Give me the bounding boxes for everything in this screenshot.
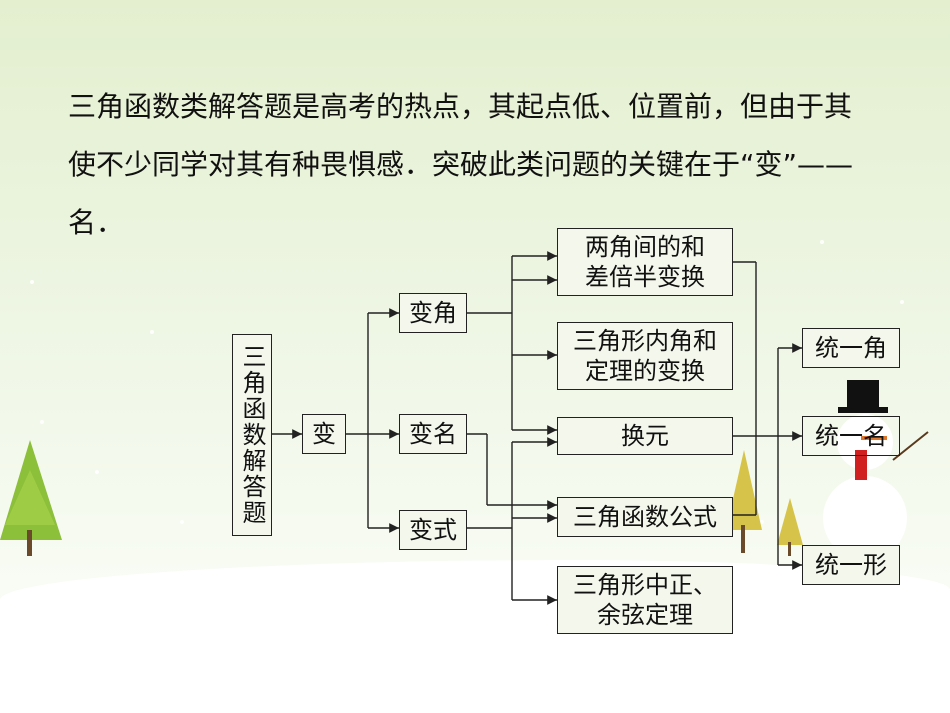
snow-ground (0, 560, 950, 713)
node-root: 三角函数解答题 (232, 334, 272, 536)
snowflake (760, 520, 764, 524)
node-tongyi-jiao: 统一角 (802, 328, 900, 368)
snowflake (820, 240, 824, 244)
intro-line-3: 名． (68, 206, 125, 239)
snowflake (40, 420, 44, 424)
snowflake (150, 330, 154, 334)
intro-text: 三角函数类解答题是高考的热点，其起点低、位置前，但由于其 使不少同学对其有种畏惧… (68, 78, 950, 252)
node-tongyi-ming: 统一名 (802, 416, 900, 456)
node-liang-jiao: 两角间的和差倍半变换 (557, 228, 733, 296)
snowflake (470, 640, 474, 644)
intro-line-1: 三角函数类解答题是高考的热点，其起点低、位置前，但由于其 (68, 90, 853, 123)
snowflake (95, 470, 99, 474)
node-bian-jiao: 变角 (399, 293, 467, 333)
snowflake (180, 520, 184, 524)
snowflake (900, 300, 904, 304)
node-bian-shi: 变式 (399, 510, 467, 550)
tree-left-icon (0, 440, 62, 556)
node-huan-yuan: 换元 (557, 417, 733, 455)
node-bian-ming: 变名 (399, 414, 467, 454)
node-tongyi-xing: 统一形 (802, 545, 900, 585)
node-gong-shi: 三角函数公式 (557, 497, 733, 537)
snowflake (30, 280, 34, 284)
node-bian: 变 (302, 414, 346, 454)
tree-mid-icon (726, 450, 803, 556)
snowman-icon (823, 380, 929, 560)
node-zheng-yu: 三角形中正、余弦定理 (557, 566, 733, 634)
node-nei-jiao: 三角形内角和定理的变换 (557, 322, 733, 390)
intro-line-2: 使不少同学对其有种畏惧感．突破此类问题的关键在于“变”—— (68, 148, 854, 181)
